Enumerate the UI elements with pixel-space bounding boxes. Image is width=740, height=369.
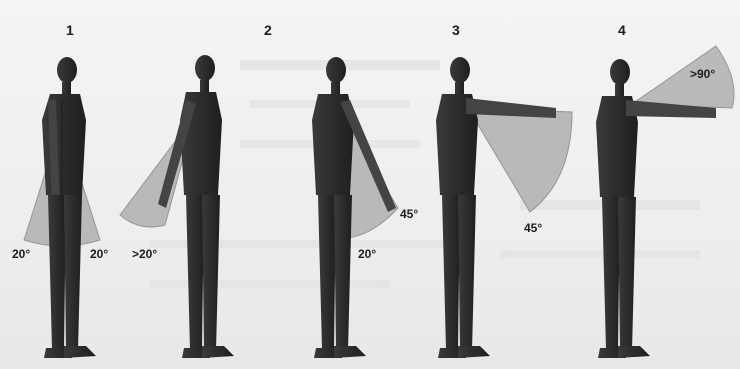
angle-label-4: >90° — [690, 67, 715, 81]
range-sector-4 — [632, 46, 734, 108]
angle-label-1a: 20° — [12, 247, 30, 261]
panel-1: 1 20° 20° — [12, 22, 108, 358]
range-sector-3 — [468, 108, 572, 212]
angle-label-2b-a: 45° — [400, 207, 418, 221]
panel-2: 2 >20° — [120, 22, 272, 358]
panel-number-1: 1 — [66, 22, 74, 38]
angle-label-3: 45° — [524, 221, 542, 235]
panel-number-3: 3 — [452, 22, 460, 38]
angle-label-2b-b: 20° — [358, 247, 376, 261]
angle-label-2: >20° — [132, 247, 157, 261]
panel-4: 4 >90° — [596, 22, 734, 358]
angle-label-1b: 20° — [90, 247, 108, 261]
panel-3: 3 45° — [436, 22, 572, 358]
panel-number-4: 4 — [618, 22, 626, 38]
panel-number-2: 2 — [264, 22, 272, 38]
